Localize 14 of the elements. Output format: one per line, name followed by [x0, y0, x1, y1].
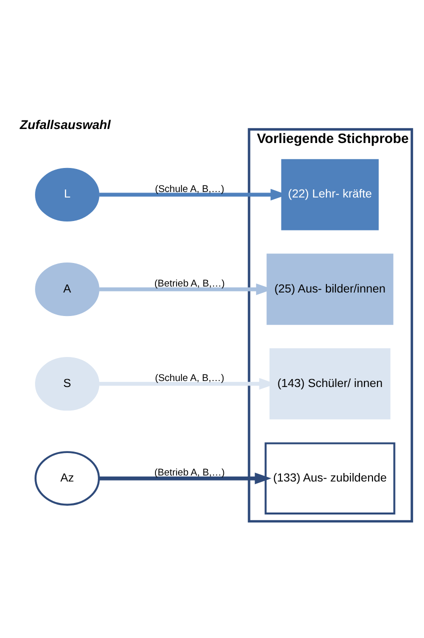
- node-ellipse: S: [35, 357, 100, 411]
- edge-label: (Betrieb A, B,…): [154, 467, 225, 478]
- arrow: [99, 472, 272, 484]
- node-ellipse: L: [35, 168, 100, 222]
- node-ellipse: A: [35, 262, 100, 316]
- edge-label: (Schule A, B,…): [154, 184, 224, 195]
- node-box: (25) Aus- bilder/innen: [266, 254, 394, 325]
- edge-label: (Betrieb A, B,…): [154, 278, 225, 290]
- label: Zufallsauswahl: [20, 118, 111, 132]
- node-box: (22) Lehr- kräfte: [281, 159, 379, 230]
- node-box: (143) Schüler/ innen: [270, 348, 390, 420]
- node-ellipse: Az: [34, 451, 100, 506]
- node-box: (133) Aus- zubildende: [264, 442, 396, 514]
- edge-label: (Schule A, B,…): [154, 372, 224, 384]
